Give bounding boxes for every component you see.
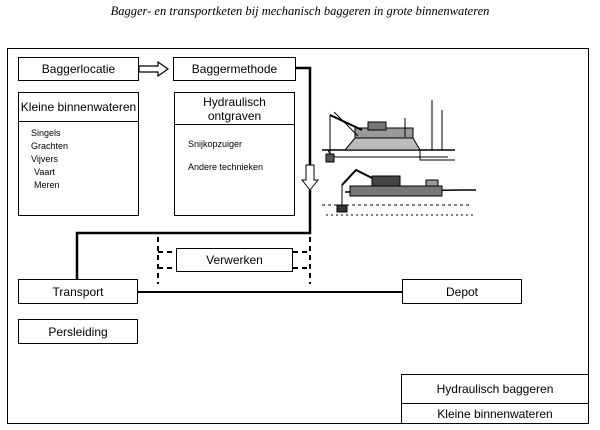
label-baggermethode: Baggermethode bbox=[191, 62, 278, 76]
legend-kleine-binnenwateren: Kleine binnenwateren bbox=[401, 403, 589, 424]
arrow-locatie-methode bbox=[138, 60, 170, 78]
location-item: Vaart bbox=[34, 167, 55, 177]
location-item: Grachten bbox=[31, 141, 69, 151]
box-kleine-binnenwateren: Kleine binnenwateren Singels Grachten Vi… bbox=[18, 92, 139, 216]
technique-item: Snijkopzuiger bbox=[188, 139, 243, 149]
box-baggerlocatie: Baggerlocatie bbox=[18, 57, 139, 81]
label-verwerken: Verwerken bbox=[206, 253, 263, 267]
location-item: Singels bbox=[31, 128, 61, 138]
box-verwerken: Verwerken bbox=[176, 248, 293, 272]
box-transport: Transport bbox=[18, 279, 138, 304]
legend-label-bottom: Kleine binnenwateren bbox=[437, 406, 553, 421]
box-baggermethode: Baggermethode bbox=[173, 57, 296, 81]
box-depot: Depot bbox=[402, 279, 522, 304]
dredger-illustration-bottom bbox=[322, 168, 476, 216]
label-hydraulisch-ontgraven: Hydraulisch ontgraven bbox=[175, 93, 294, 125]
dredger-illustration-top bbox=[322, 100, 455, 163]
box-persleiding: Persleiding bbox=[18, 319, 138, 344]
box-hydraulisch-ontgraven: Hydraulisch ontgraven Snijkopzuiger Ande… bbox=[174, 92, 295, 216]
techniques-list: Snijkopzuiger Andere technieken bbox=[188, 133, 263, 179]
locations-list: Singels Grachten Vijvers Vaart Meren bbox=[31, 127, 68, 192]
technique-item: Andere technieken bbox=[188, 162, 264, 172]
legend-hydraulisch-baggeren: Hydraulisch baggeren bbox=[401, 374, 589, 404]
page-caption: Bagger- en transportketen bij mechanisch… bbox=[110, 4, 490, 18]
label-depot: Depot bbox=[445, 284, 479, 299]
flow-line-methode-down bbox=[296, 66, 312, 165]
legend-label-top: Hydraulisch baggeren bbox=[436, 382, 554, 396]
diagram-frame bbox=[7, 48, 589, 424]
label-persleiding: Persleiding bbox=[48, 324, 108, 339]
label-kleine-binnenwateren: Kleine binnenwateren bbox=[19, 93, 138, 122]
label-baggerlocatie: Baggerlocatie bbox=[41, 62, 116, 76]
flow-line-to-transport bbox=[75, 190, 312, 279]
flow-arrow-down bbox=[300, 164, 320, 191]
label-transport: Transport bbox=[52, 284, 104, 299]
location-item: Meren bbox=[34, 180, 60, 190]
location-item: Vijvers bbox=[31, 154, 58, 164]
